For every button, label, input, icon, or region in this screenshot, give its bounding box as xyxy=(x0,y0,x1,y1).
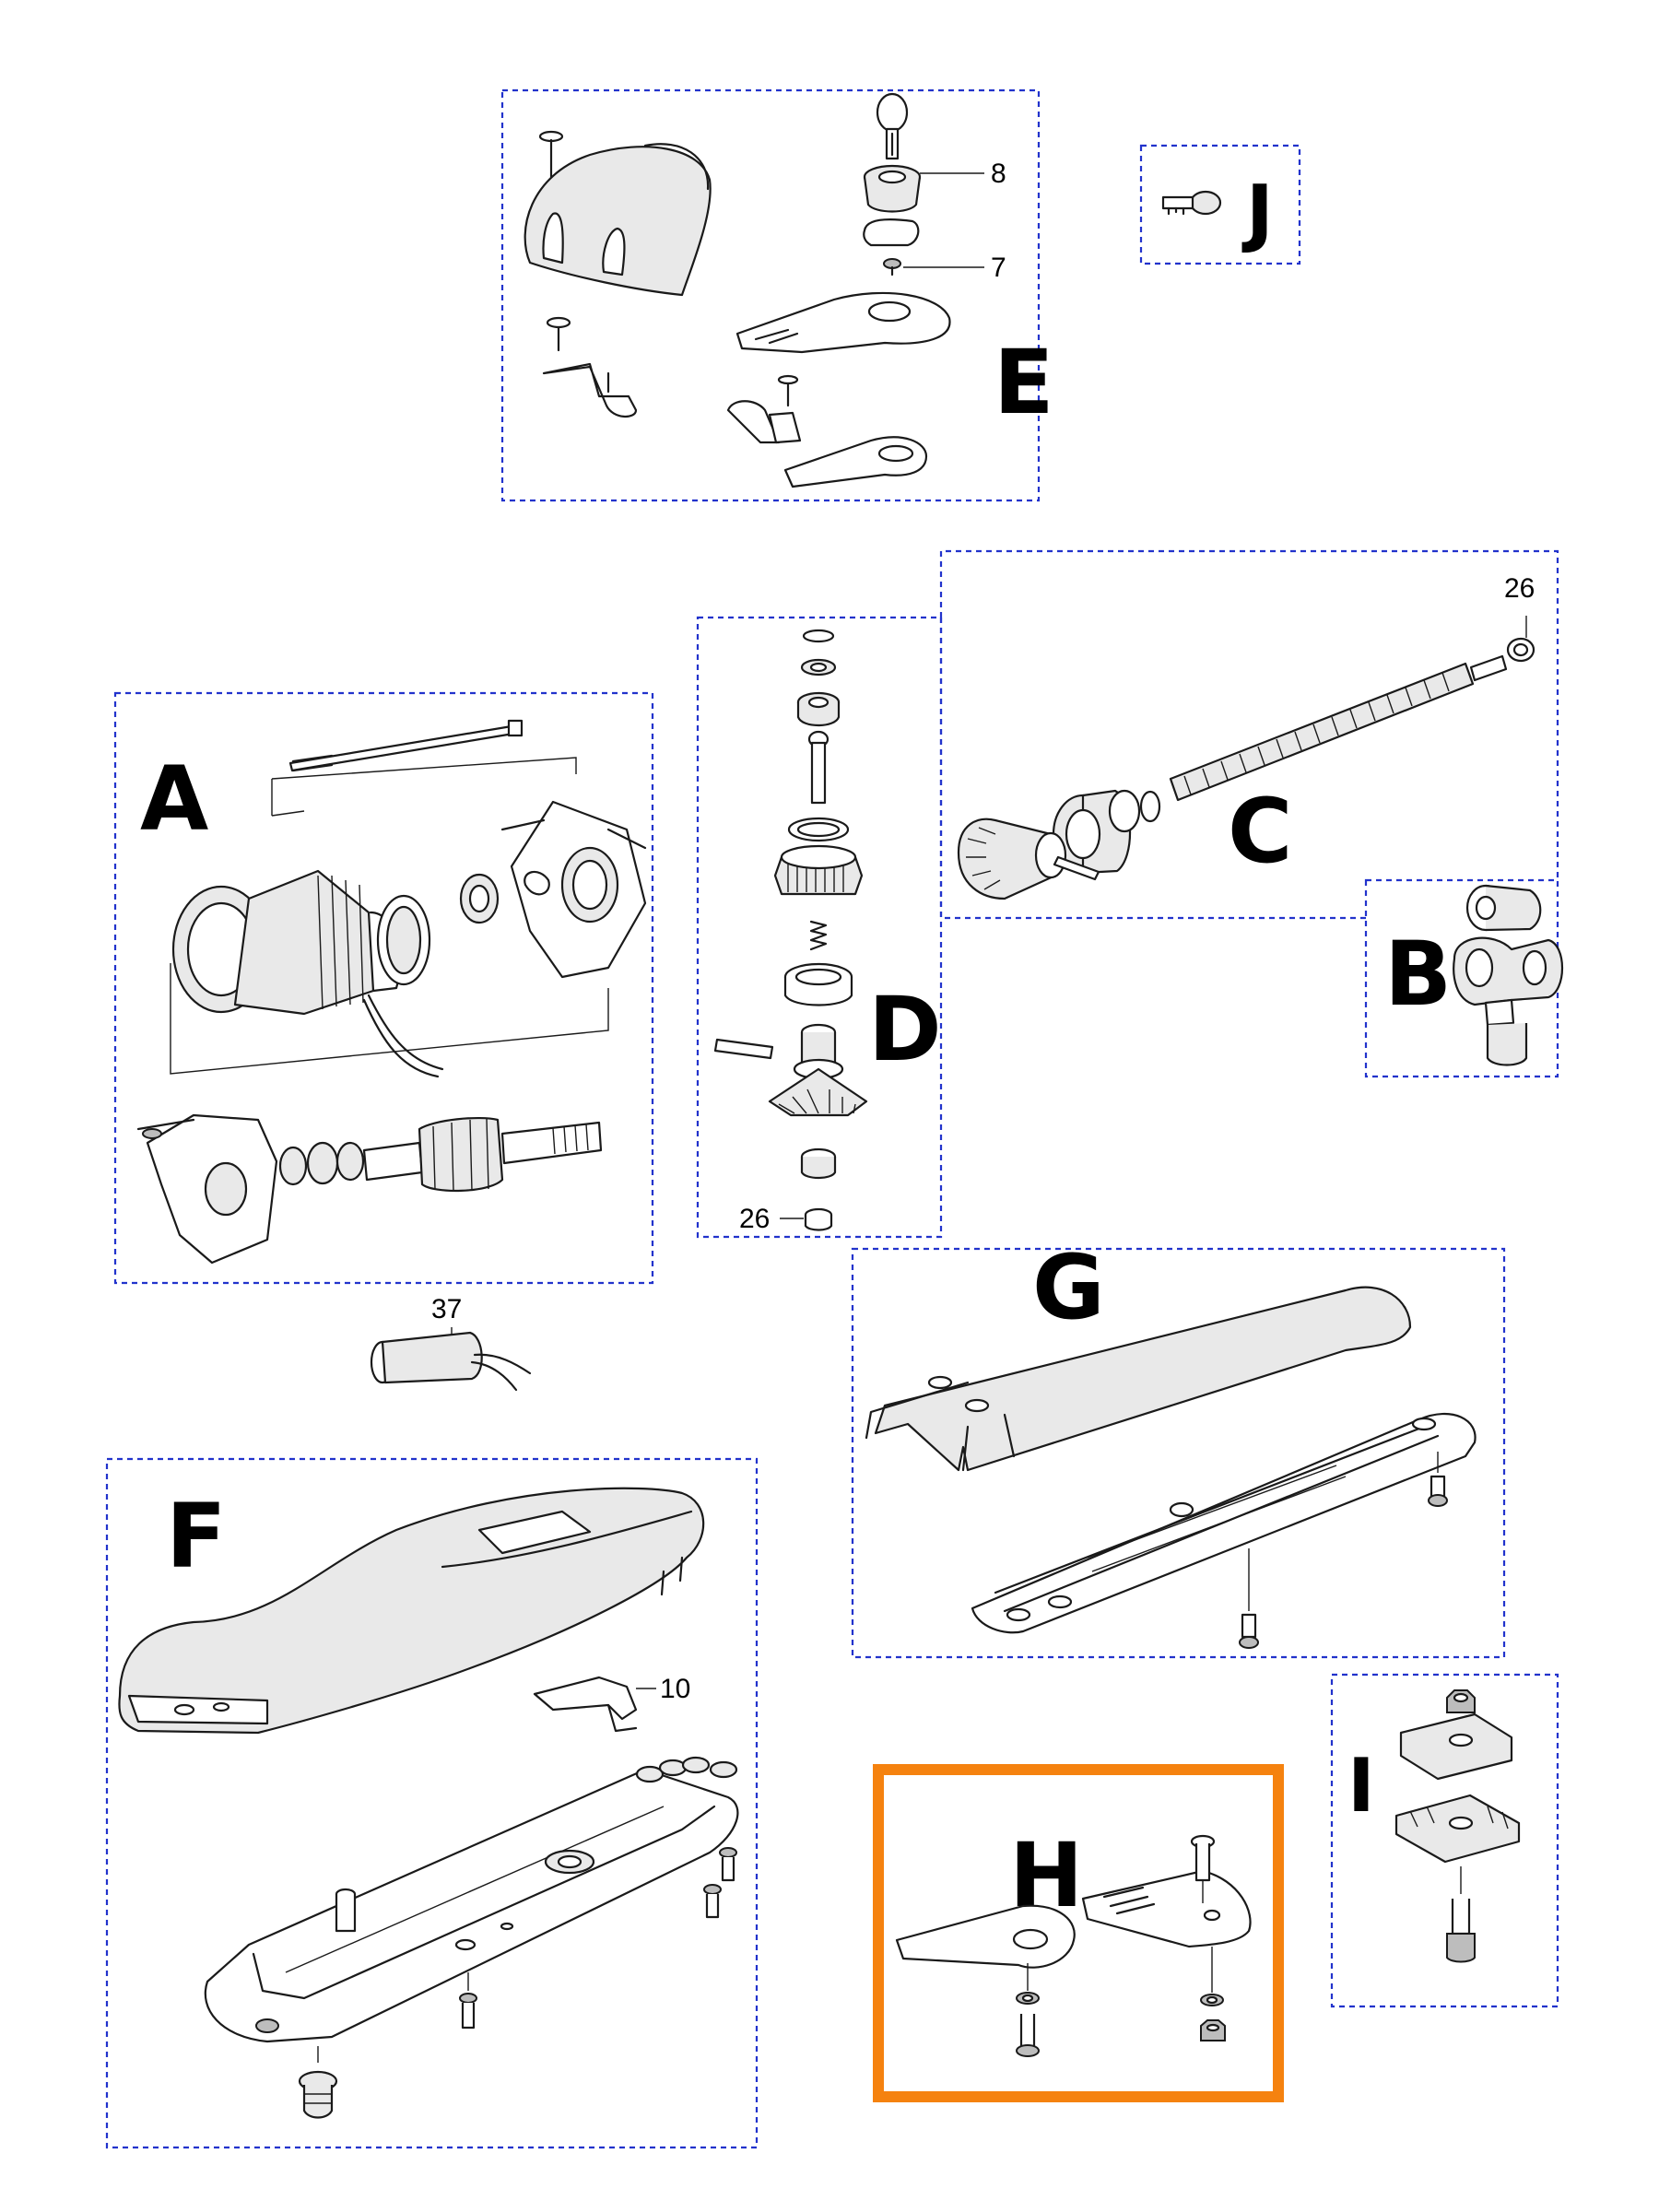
lower-release-lever xyxy=(783,436,928,488)
callout-10: 10 xyxy=(660,1674,690,1704)
group-f-border xyxy=(105,1457,759,2149)
spring xyxy=(809,920,828,951)
group-b: B xyxy=(1364,878,1564,1078)
group-j-border xyxy=(1139,144,1301,265)
bracket-plate-left xyxy=(895,1904,1076,1969)
base-post xyxy=(335,1888,357,1933)
hood-cover xyxy=(524,146,712,297)
group-e: 8 7 E xyxy=(500,88,1054,502)
screw-h-left xyxy=(1016,2014,1040,2057)
group-e-border xyxy=(500,88,1041,502)
group-label-c: C xyxy=(1228,780,1292,883)
pivot-bracket xyxy=(1453,936,1564,1066)
o-ring xyxy=(802,629,835,643)
pivot-bushing xyxy=(1465,884,1542,932)
bearing-a1 xyxy=(459,873,500,924)
base-screw-1 xyxy=(719,1847,737,1882)
arm-screw-1 xyxy=(1239,1548,1259,1649)
group-label-i: I xyxy=(1347,1743,1375,1829)
group-b-border xyxy=(1364,878,1559,1078)
group-h-highlight-border xyxy=(873,1764,1284,2102)
output-shaft-nut xyxy=(298,2046,338,2119)
base-bosses xyxy=(635,1756,738,1783)
group-label-g: G xyxy=(1032,1236,1105,1339)
nut-i xyxy=(1446,1689,1476,1713)
lever-bracket xyxy=(542,362,638,418)
washer-h-right xyxy=(1200,1947,1224,2006)
group-d: 26 D xyxy=(696,616,943,1239)
clip-10: 10 xyxy=(533,1674,690,1733)
group-g: G xyxy=(851,1236,1506,1659)
lever-screw xyxy=(777,374,799,407)
group-label-b: B xyxy=(1384,923,1452,1026)
callout-8: 8 xyxy=(991,159,1006,189)
bolt-i xyxy=(1446,1866,1476,1963)
housing-base xyxy=(204,1768,739,2043)
group-label-e: E xyxy=(994,331,1054,434)
group-j: J xyxy=(1139,144,1301,265)
callout-26-d: 26 xyxy=(739,1204,770,1234)
bracket-screw xyxy=(546,316,571,352)
circlip xyxy=(787,817,850,842)
key-icon-j xyxy=(1161,190,1222,216)
screw-7 xyxy=(883,258,901,276)
group-a-border xyxy=(113,691,654,1285)
group-c-border xyxy=(939,549,1559,920)
clamp-plate-lower xyxy=(1394,1794,1521,1864)
front-flange xyxy=(500,800,647,979)
base-screw-2 xyxy=(703,1884,722,1919)
group-h: H xyxy=(873,1764,1284,2102)
bracket-plate-right xyxy=(1081,1869,1252,1948)
motor-rotor xyxy=(278,1116,603,1192)
group-g-border xyxy=(851,1247,1506,1659)
callout-26-c: 26 xyxy=(1504,573,1535,604)
washer-h-left xyxy=(1016,1963,1040,2005)
arm-screw-2 xyxy=(1428,1452,1448,1507)
bearing-d2 xyxy=(783,962,853,1006)
bevel-pinion xyxy=(768,1023,868,1117)
tie-rod xyxy=(288,719,524,772)
rear-flange xyxy=(136,1113,278,1265)
clamp-plate-upper xyxy=(1399,1712,1513,1781)
group-label-d: D xyxy=(868,978,942,1081)
group-label-a: A xyxy=(140,747,208,851)
motor-stator xyxy=(171,869,444,1078)
key-pin xyxy=(713,1038,774,1060)
group-label-j: J xyxy=(1241,170,1274,255)
bushing-26-d xyxy=(804,1207,833,1231)
bushing-26-c xyxy=(1506,637,1535,663)
group-c: 26 C xyxy=(939,549,1559,920)
group-a: A xyxy=(113,691,654,1285)
worm-screw xyxy=(1169,654,1508,802)
spur-gear xyxy=(773,844,864,896)
bearing-d1 xyxy=(796,691,841,727)
callout-7: 7 xyxy=(991,253,1006,283)
group-label-f: F xyxy=(166,1485,227,1588)
group-d-border xyxy=(696,616,943,1239)
housing-cover xyxy=(118,1487,705,1735)
capacitor-37: 37 xyxy=(370,1294,532,1392)
group-f: F 10 xyxy=(105,1457,759,2149)
bolt-h xyxy=(1190,1834,1216,1903)
bearing-c xyxy=(1052,789,1161,875)
bevel-gear-c xyxy=(957,818,1067,900)
base-screw-3 xyxy=(459,1972,477,2030)
key-c xyxy=(1053,855,1100,881)
group-i: I xyxy=(1330,1673,1559,2008)
lock-cylinder xyxy=(863,164,922,213)
lock-cam xyxy=(863,218,920,247)
callout-37: 37 xyxy=(431,1294,462,1324)
pin xyxy=(807,730,830,805)
key-icon-e xyxy=(876,92,909,160)
arm-cover xyxy=(874,1286,1412,1472)
washer-d1 xyxy=(800,658,837,677)
nut-h-right xyxy=(1200,2019,1226,2041)
bearing-d3 xyxy=(800,1147,837,1180)
group-i-border xyxy=(1330,1673,1559,2008)
